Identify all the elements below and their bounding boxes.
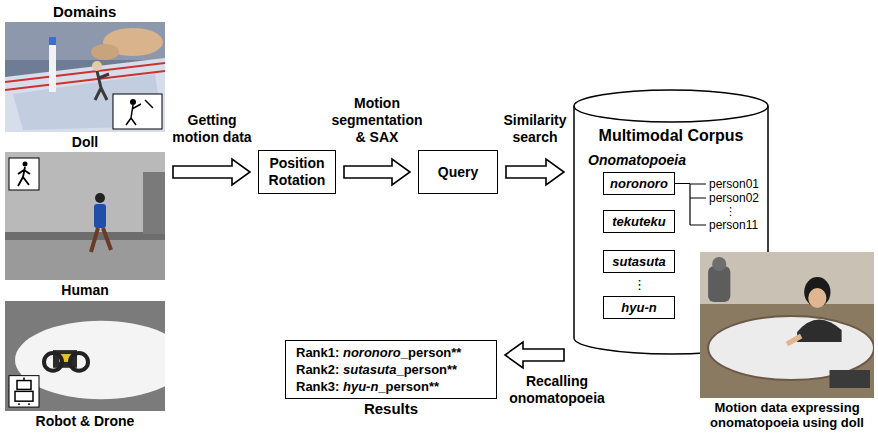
doll-body (95, 71, 109, 100)
rank-word: sutasuta (343, 362, 396, 377)
caption-label: Robot & Drone (5, 413, 165, 429)
doll-icon (126, 100, 153, 125)
robot-icon (19, 378, 29, 406)
rank-suffix: _person** (401, 345, 462, 360)
ring-rope (5, 63, 165, 82)
ring-post (49, 44, 56, 92)
human-photo (5, 152, 165, 280)
onomatopoeia-box: tekuteku (603, 210, 675, 233)
robot-photo (5, 301, 165, 411)
doll-motion-photo (700, 252, 874, 398)
onomatopoeia-word: tekuteku (612, 214, 665, 229)
photo-background (5, 152, 165, 280)
rank-line: Rank2: sutasuta_person** (296, 361, 457, 378)
edge-label: Getting motion data (169, 112, 255, 146)
caption-label: Results (286, 400, 496, 418)
ring-floor (13, 74, 163, 130)
rank-prefix: Rank1: (296, 345, 343, 360)
person-arm (787, 336, 801, 344)
robot-wheel (70, 353, 88, 371)
robot (708, 266, 730, 302)
person-label: person11 (709, 218, 758, 232)
edge-label: Motion segmentation & SAX (330, 95, 424, 146)
box-label: Query (438, 164, 478, 181)
robot-wheel (44, 353, 62, 371)
human-icon (23, 162, 28, 167)
onomatopoeia-box: noronoro (603, 172, 675, 195)
ellipsis-mark: ⋮ (633, 277, 646, 292)
block-arrow (344, 159, 410, 185)
door (143, 172, 165, 234)
edge-label: Recalling onomatopoeia (506, 373, 608, 407)
domain-photo: Robot & Drone (5, 301, 165, 411)
rank-suffix: _person** (378, 379, 439, 394)
doll-photo (5, 22, 165, 132)
person-jacket (94, 204, 106, 228)
photo-wall (5, 22, 165, 60)
onomatopoeia-word: noronoro (610, 176, 668, 191)
human-icon (9, 158, 39, 190)
keyboard (829, 370, 869, 388)
ellipsis-mark: ⋮ (725, 205, 736, 218)
process-box: Query (418, 150, 498, 194)
robot-icon (17, 381, 31, 390)
robot (712, 257, 726, 271)
human-icon (18, 167, 30, 186)
ring-mat (5, 58, 165, 132)
box-label: Position Rotation (263, 155, 331, 189)
ring-rope (5, 71, 165, 90)
hand (91, 44, 119, 60)
person-head (95, 193, 105, 203)
rank-prefix: Rank3: (296, 379, 343, 394)
domain-photo: Doll (5, 22, 165, 132)
photo-wall (5, 152, 165, 234)
caption-label: Doll (5, 134, 165, 150)
photo-background (700, 252, 874, 398)
section-title: Domains (53, 3, 116, 20)
onomatopoeia-word: hyu-n (621, 300, 656, 315)
rank-prefix: Rank2: (296, 362, 343, 377)
person-legs (91, 228, 111, 252)
robot-icon (15, 391, 33, 401)
process-box: Position Rotation (258, 150, 336, 194)
caption-label: Human (5, 282, 165, 298)
group-heading: Onomatopoeia (588, 152, 686, 169)
rank-word: noronoro (343, 345, 401, 360)
doll-head (92, 61, 102, 71)
rank-word: hyu-n (343, 379, 378, 394)
rank-line: Rank1: noronoro_person** (296, 344, 461, 361)
doll-icon (113, 94, 162, 129)
onomatopoeia-box: sutasuta (603, 250, 675, 273)
corpus-photo: Motion data expressing onomatopoeia usin… (700, 252, 874, 398)
robot-icon (9, 376, 39, 407)
doll-icon (130, 99, 136, 105)
tree-line (675, 184, 706, 226)
wall-base (5, 232, 165, 240)
edge-label: Similarity search (499, 112, 571, 146)
results-box: Rank1: noronoro_person**Rank2: sutasuta_… (285, 340, 497, 399)
photo-background (5, 22, 165, 132)
person-hair (804, 277, 830, 307)
photo-wall (700, 252, 874, 304)
rank-suffix: _person** (396, 362, 457, 377)
block-arrow (505, 342, 564, 368)
person-label: person01 (709, 177, 759, 191)
block-arrow (506, 159, 564, 185)
caption-label: Motion data expressing onomatopoeia usin… (698, 400, 876, 430)
cylinder-rim (574, 106, 768, 122)
ring-post-cap (49, 37, 56, 45)
person-body (797, 319, 842, 342)
rank-line: Rank3: hyu-n_person** (296, 378, 439, 395)
database-title: Multimodal Corpus (572, 126, 770, 145)
domain-photo: Human (5, 152, 165, 280)
person-face (808, 288, 826, 308)
block-arrow (173, 159, 250, 185)
onomatopoeia-word: sutasuta (612, 254, 665, 269)
onomatopoeia-box: hyu-n (603, 296, 675, 319)
person-label: person02 (709, 191, 759, 205)
